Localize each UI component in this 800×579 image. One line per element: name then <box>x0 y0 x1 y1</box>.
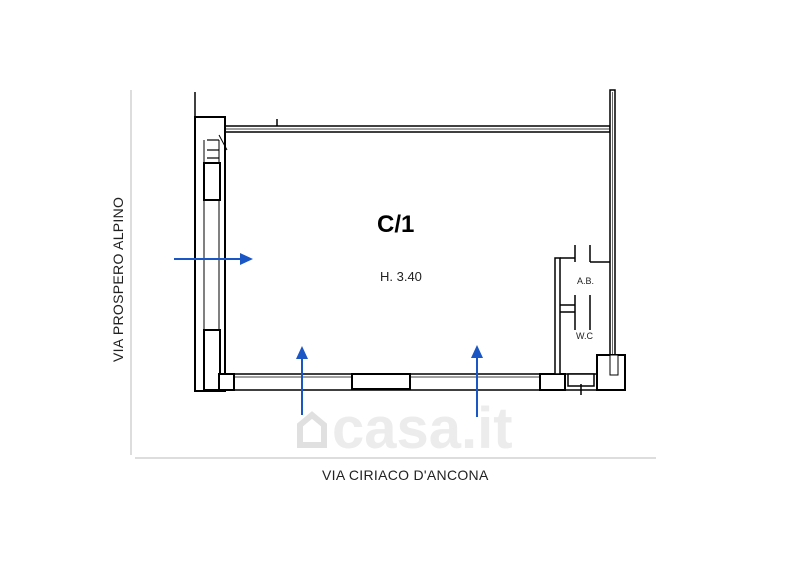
room-label: C/1 <box>377 211 414 238</box>
corner-block-bottom-left <box>218 373 235 391</box>
watermark: casa.it <box>297 396 513 461</box>
bathroom-label-wc: W.C <box>576 331 593 341</box>
street-label-bottom: VIA CIRIACO D'ANCONA <box>322 467 489 483</box>
street-label-left: VIA PROSPERO ALPINO <box>110 197 126 362</box>
entrance-arrow-bottom-1 <box>296 346 308 415</box>
entrance-arrows <box>174 253 483 417</box>
left-window-block-bottom <box>203 329 221 391</box>
watermark-text: casa.it <box>332 396 513 461</box>
entrance-arrow-bottom-2 <box>471 345 483 417</box>
bottom-window-block <box>351 373 411 390</box>
height-label: H. 3.40 <box>380 269 422 284</box>
bathroom-partition-outer <box>554 257 561 375</box>
house-icon <box>297 411 327 448</box>
corner-block-bottom-right <box>539 373 566 391</box>
left-window-block-top <box>203 162 221 201</box>
bathroom-label-ab: A.B. <box>577 276 594 286</box>
walls <box>194 89 626 395</box>
entrance-arrow-left <box>174 253 253 265</box>
